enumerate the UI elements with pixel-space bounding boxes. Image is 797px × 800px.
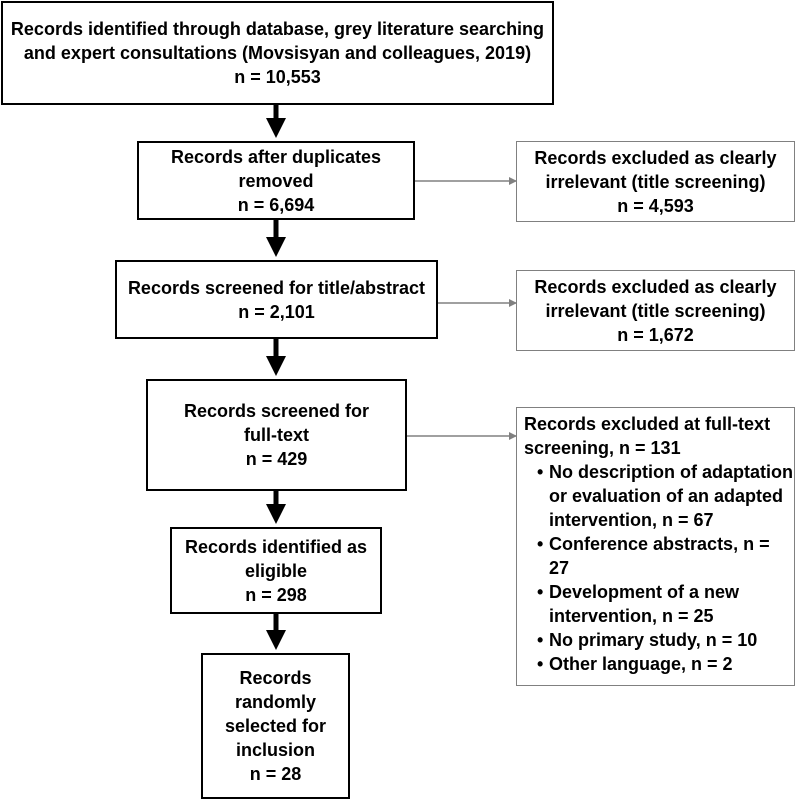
exclusion-reason: Development of a new intervention, n = 2… xyxy=(524,580,794,628)
box-line: inclusion xyxy=(235,740,315,760)
box-line: n = 2,101 xyxy=(238,301,315,322)
exclusion-reason: No description of adaptation or evaluati… xyxy=(524,460,794,532)
exclusion-reason: No primary study, n = 10 xyxy=(524,628,794,652)
box-records-after-duplicates: Records after duplicates removed n = 6,6… xyxy=(137,141,415,220)
box-excluded-fulltext: Records excluded at full-text screening,… xyxy=(516,407,795,686)
reason-line: or evaluation of an adapted xyxy=(549,486,784,506)
reason-line: Conference abstracts, n = 27 xyxy=(549,534,770,578)
box-line: Records identified as xyxy=(184,536,368,557)
box-line: Records screened for title/abstract xyxy=(127,277,426,298)
box-records-eligible: Records identified as eligible n = 298 xyxy=(170,527,382,614)
reason-line: No description of adaptation xyxy=(549,462,794,482)
exclusion-header-line: Records excluded at full-text xyxy=(524,414,771,434)
box-records-screened-title: Records screened for title/abstract n = … xyxy=(115,260,438,339)
box-line-count: n = 28 xyxy=(249,764,302,784)
box-line: full-text xyxy=(244,425,309,445)
reason-line: Development of a new xyxy=(549,582,740,602)
box-records-identified: Records identified through database, gre… xyxy=(1,1,554,105)
box-line: Records xyxy=(239,668,312,688)
reason-line: intervention, n = 25 xyxy=(549,606,714,626)
box-excluded-title-screening-1: Records excluded as clearly irrelevant (… xyxy=(516,141,795,222)
box-line: n = 298 xyxy=(245,584,307,605)
reason-line: intervention, n = 67 xyxy=(549,510,714,530)
exclusion-header-line: screening, n = 131 xyxy=(524,438,681,458)
box-line: selected for xyxy=(224,716,327,736)
box-line: Records screened for xyxy=(183,401,370,421)
box-excluded-title-screening-2: Records excluded as clearly irrelevant (… xyxy=(516,270,795,351)
box-line: eligible xyxy=(244,560,307,581)
reason-line: No primary study, n = 10 xyxy=(549,630,758,650)
box-line: Records excluded as clearly xyxy=(534,147,777,168)
box-line: randomly xyxy=(234,692,317,712)
box-line: irrelevant (title screening) xyxy=(545,300,766,321)
box-line: Records identified through database, gre… xyxy=(10,19,545,39)
box-line: irrelevant (title screening) xyxy=(545,171,766,192)
box-line: n = 6,694 xyxy=(237,194,315,215)
box-line: n = 10,553 xyxy=(234,67,321,87)
exclusion-reason: Other language, n = 2 xyxy=(524,652,794,676)
box-line: n = 1,672 xyxy=(617,324,694,345)
exclusion-reason-list: No description of adaptation or evaluati… xyxy=(524,460,794,676)
box-records-included: Records randomly selected for inclusion … xyxy=(201,653,350,799)
box-line: n = 4,593 xyxy=(617,195,694,216)
box-line: n = 429 xyxy=(245,449,308,469)
exclusion-reason: Conference abstracts, n = 27 xyxy=(524,532,794,580)
box-records-screened-fulltext: Records screened for full-text n = 429 xyxy=(146,379,407,491)
box-line: and expert consultations (Movsisyan and … xyxy=(23,43,532,63)
box-line: Records after duplicates removed xyxy=(170,146,382,191)
box-line: Records excluded as clearly xyxy=(534,276,777,297)
reason-line: Other language, n = 2 xyxy=(549,654,733,674)
